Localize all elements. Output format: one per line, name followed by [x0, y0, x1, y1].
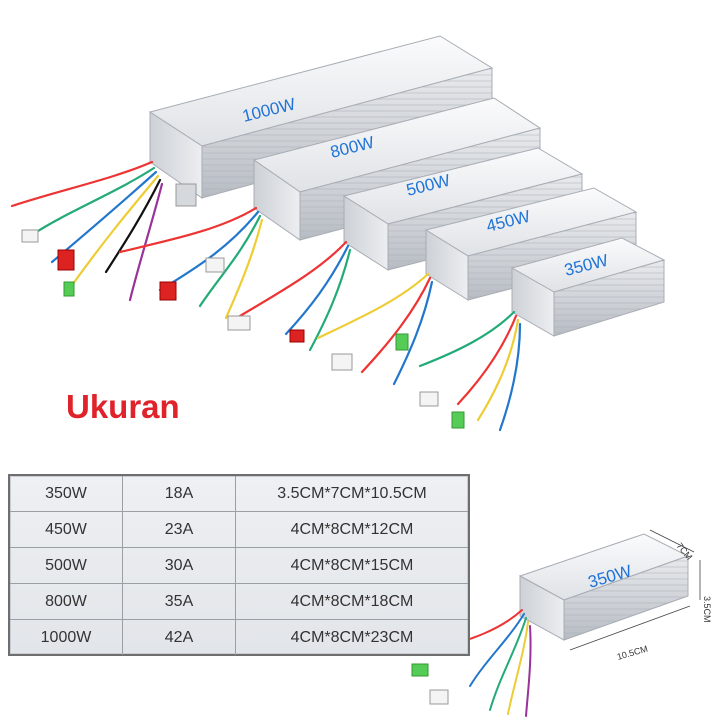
cell-current: 18A: [123, 476, 236, 511]
cell-current: 30A: [123, 548, 236, 583]
cell-size: 4CM*8CM*15CM: [290, 556, 414, 574]
controller-350w: [510, 237, 666, 337]
wire-connectors: [21, 229, 465, 429]
table-row: 450W 23A 4CM*8CM*12CM: [10, 512, 468, 548]
cell-size: 4CM*8CM*18CM: [290, 592, 414, 610]
spec-table: 350W 18A 3.5CM*7CM*10.5CM 450W 23A 4CM*8…: [8, 474, 470, 656]
detail-length-label: 10.5CM: [616, 644, 649, 662]
cell-current: 42A: [123, 620, 236, 655]
cell-size: 3.5CM*7CM*10.5CM: [277, 484, 427, 502]
cell-current: 35A: [123, 584, 236, 619]
table-row: 500W 30A 4CM*8CM*15CM: [10, 548, 468, 584]
cell-power: 350W: [10, 476, 123, 511]
cell-power: 500W: [10, 548, 123, 583]
detail-height-label: 3.5CM: [702, 596, 712, 623]
cell-size: 4CM*8CM*12CM: [290, 520, 414, 538]
controller-detail-350w: [411, 529, 701, 717]
cell-current: 23A: [123, 512, 236, 547]
table-row: 800W 35A 4CM*8CM*18CM: [10, 584, 468, 620]
table-row: 1000W 42A 4CM*8CM*23CM: [10, 620, 468, 655]
heading-ukuran: Ukuran: [66, 388, 180, 425]
cell-power: 800W: [10, 584, 123, 619]
controller-450w: [424, 187, 638, 301]
cell-power: 450W: [10, 512, 123, 547]
cell-power: 1000W: [10, 620, 123, 655]
table-row: 350W 18A 3.5CM*7CM*10.5CM: [10, 476, 468, 512]
cell-size: 4CM*8CM*23CM: [290, 628, 414, 646]
